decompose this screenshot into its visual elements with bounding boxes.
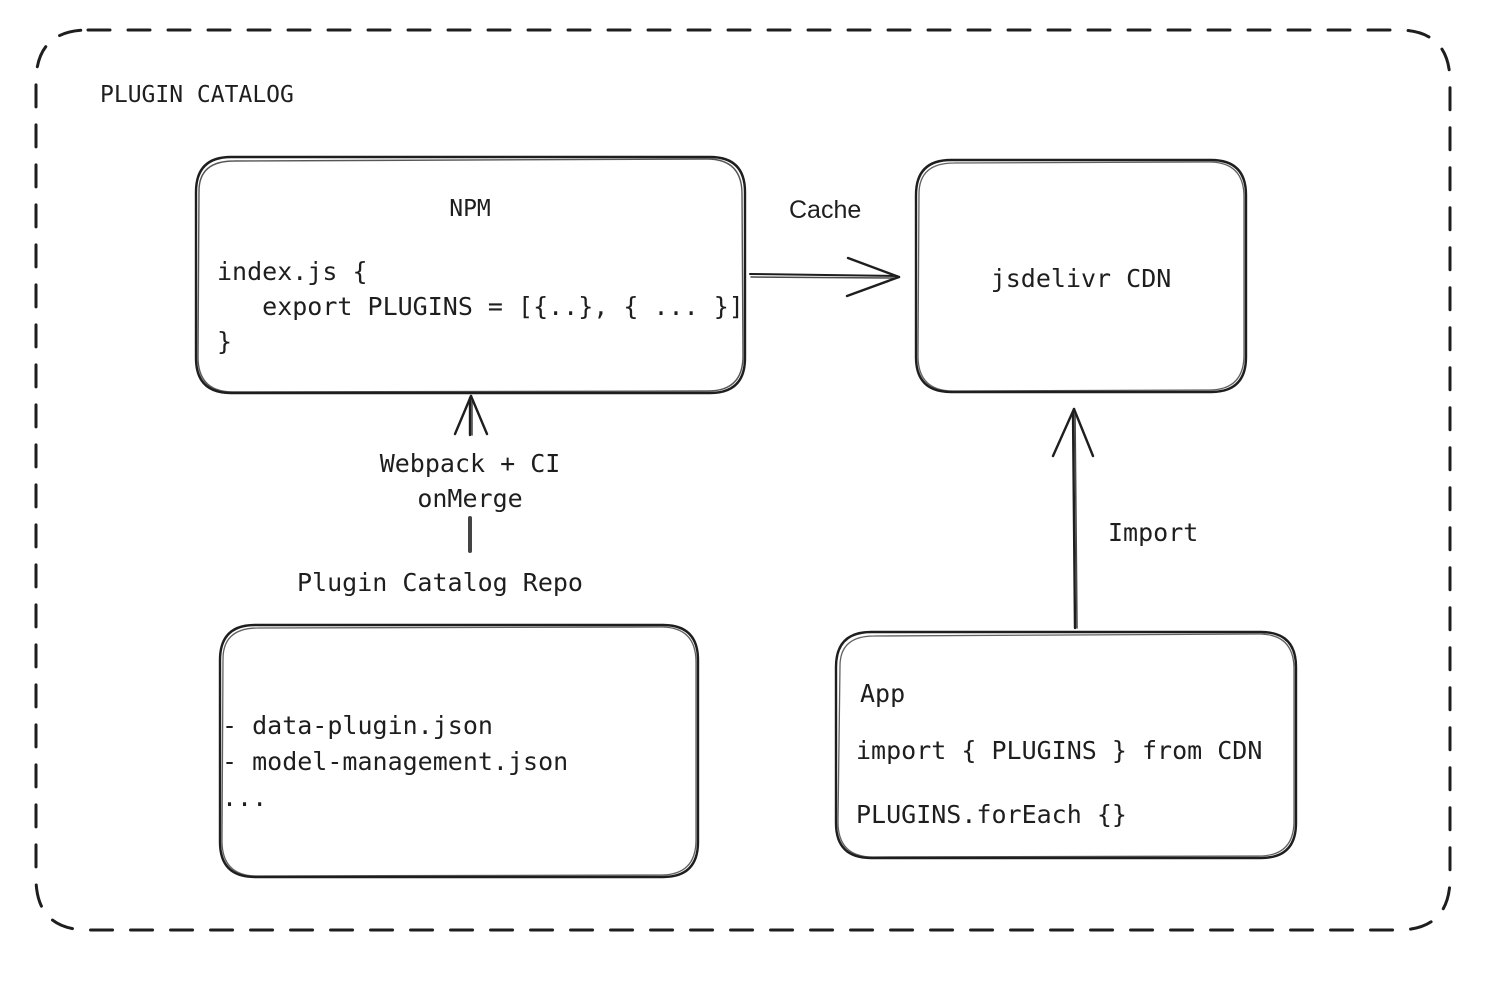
npm-code-line-3: } [217, 327, 233, 356]
build-edge-label-line-2: onMerge [417, 484, 523, 513]
npm-code-line-2: export PLUGINS = [{..}, { ... }] [217, 292, 744, 321]
cdn-node-title: jsdelivr CDN [990, 264, 1172, 293]
import-edge-label: Import [1108, 518, 1199, 547]
repo-node-caption: Plugin Catalog Repo [297, 568, 583, 597]
build-edge-label: Webpack + CI onMerge [340, 446, 600, 516]
app-code-line-1: import { PLUGINS } from CDN [856, 736, 1263, 765]
app-code-line-2: PLUGINS.forEach {} [856, 800, 1127, 829]
repo-file-item-1: - data-plugin.json [222, 711, 493, 740]
npm-code-line-1: index.js { [217, 257, 368, 286]
cache-edge-label: Cache [789, 196, 862, 224]
repo-file-list: - data-plugin.json - model-management.js… [222, 708, 568, 816]
npm-node-title: NPM [449, 196, 491, 222]
repo-file-item-3: ... [222, 783, 268, 812]
cache-arrow [749, 256, 901, 298]
npm-code-block: index.js { export PLUGINS = [{..}, { ...… [217, 254, 744, 359]
repo-file-item-2: - model-management.json [222, 747, 569, 776]
frame-title: PLUGIN CATALOG [100, 82, 294, 108]
app-node-title: App [860, 679, 906, 708]
import-arrow [1051, 407, 1095, 630]
build-edge-label-line-1: Webpack + CI [379, 449, 561, 478]
